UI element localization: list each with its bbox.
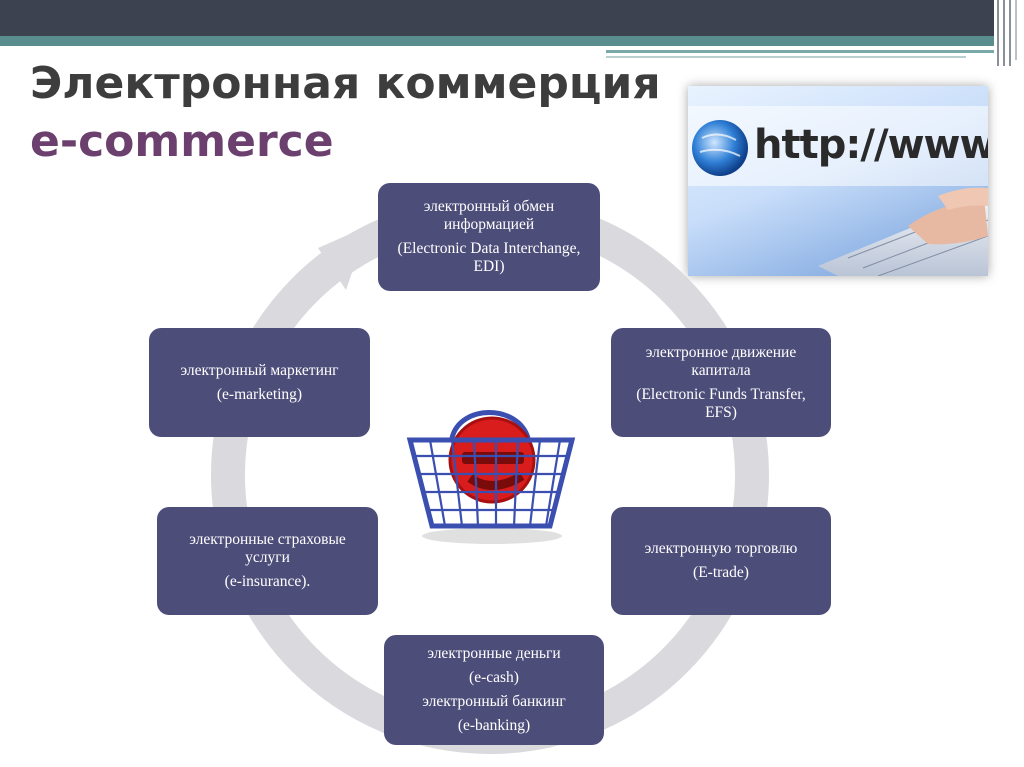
page-subtitle: e-commerce <box>30 116 334 167</box>
node-ebanking-ru: электронный банкинг <box>422 693 566 710</box>
corner-decoration <box>994 0 1024 66</box>
http-text: http://www <box>754 122 988 168</box>
node-emarketing-ru: электронный маркетинг <box>180 361 339 379</box>
node-etrade-en: (E-trade) <box>693 564 749 581</box>
node-einsurance: электронные страховые услуги (e-insuranc… <box>157 507 378 615</box>
node-ecash: электронные деньги (e-cash) электронный … <box>384 635 604 745</box>
header-accent-line-thin <box>606 56 966 58</box>
node-ecash-en: (e-cash) <box>469 669 519 686</box>
node-ecash-ru: электронные деньги <box>427 645 561 662</box>
node-etrade: электронную торговлю (E-trade) <box>611 507 831 615</box>
node-edi-en: (Electronic Data Interchange, EDI) <box>397 240 581 275</box>
node-etrade-ru: электронную торговлю <box>644 540 798 557</box>
node-efs: электронное движение капитала (Electroni… <box>611 328 831 437</box>
header-accent-line <box>606 50 1024 53</box>
node-emarketing: электронный маркетинг (e-marketing) <box>149 328 370 437</box>
node-efs-ru: электронное движение капитала <box>645 343 797 379</box>
node-einsurance-en: (e-insurance). <box>224 573 311 590</box>
header-bar <box>0 0 1024 36</box>
node-einsurance-ru: электронные страховые услуги <box>189 531 346 566</box>
http-keyboard-photo: http://www <box>688 86 988 276</box>
globe-icon <box>692 120 748 176</box>
cycle-arrowhead <box>318 226 368 290</box>
node-edi: электронный обмен информацией (Electroni… <box>378 183 600 291</box>
node-ebanking-en: (e-banking) <box>457 717 531 734</box>
shopping-basket-e-icon <box>406 410 576 544</box>
page-title: Электронная коммерция <box>30 58 661 109</box>
node-edi-ru: электронный обмен информацией <box>423 198 555 233</box>
header-accent-bar <box>0 36 1024 46</box>
node-emarketing-en: (e-marketing) <box>216 385 303 403</box>
node-efs-en: (Electronic Funds Transfer, EFS) <box>636 385 806 421</box>
